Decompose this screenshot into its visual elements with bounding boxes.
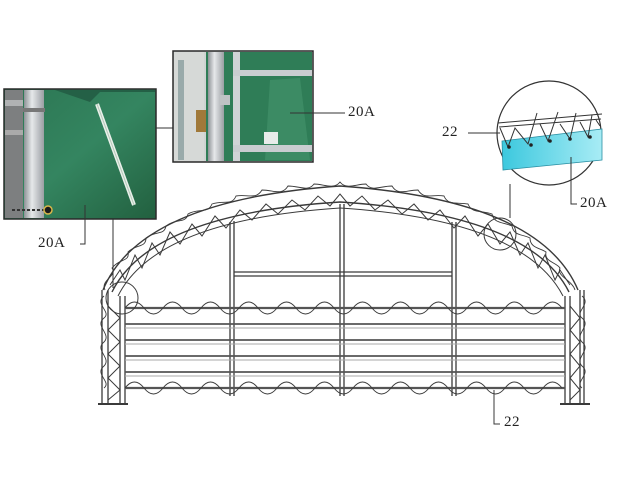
label-callout-20A: 20A — [580, 195, 608, 211]
label-photo-left-20A: 20A — [38, 235, 66, 251]
label-callout-22: 22 — [442, 124, 458, 140]
label-frame-22: 22 — [504, 414, 520, 430]
photo-center-curtain — [172, 50, 314, 163]
tent-frame — [98, 181, 590, 425]
photo-left-curtain — [3, 88, 157, 220]
label-photo-center-20A: 20A — [348, 104, 376, 120]
callout-detail — [468, 80, 603, 218]
